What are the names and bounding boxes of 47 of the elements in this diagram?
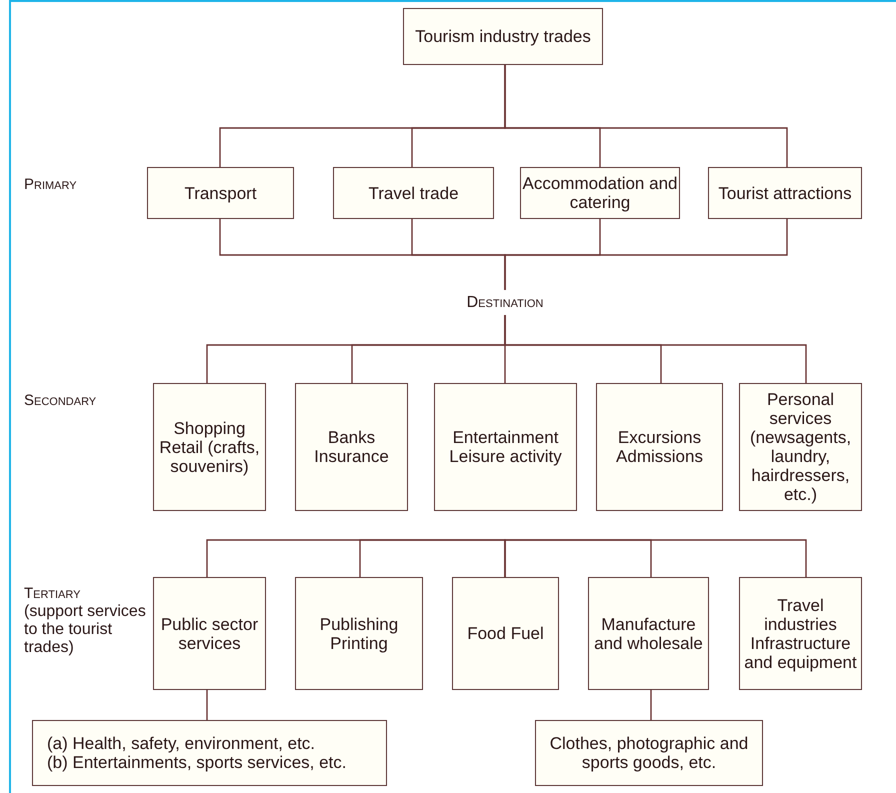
connector-line <box>504 539 807 577</box>
category-box <box>452 577 559 690</box>
node-text: Clothes, photographic and sports goods, etc. <box>548 734 750 772</box>
connector-line <box>504 65 788 167</box>
connector-line <box>359 539 506 577</box>
title-box <box>403 8 603 65</box>
connector-line <box>504 315 807 383</box>
connector-line <box>650 690 652 720</box>
category-box <box>333 167 494 219</box>
category-box <box>520 167 680 219</box>
connector-line <box>504 219 788 290</box>
category-box <box>153 577 266 690</box>
node-text: Shopping Retail (crafts, souvenirs) <box>158 418 261 476</box>
category-box <box>295 577 423 690</box>
node-text: Accommodation and catering <box>522 174 678 212</box>
node-text: Travel trade <box>368 184 459 202</box>
node-text: (a) Health, safety, environment, etc. <box>47 734 316 753</box>
node-text: Destination <box>466 293 544 312</box>
node-text: Manufacture and wholesale <box>593 614 704 652</box>
node-text: Tourist attractions <box>718 184 852 202</box>
category-box <box>434 383 577 511</box>
category-box <box>295 383 408 511</box>
category-box <box>596 383 723 511</box>
example-box <box>32 720 387 786</box>
node-text: Travel industries Infrastructure and equipment <box>743 596 858 672</box>
node-text: Entertainment Leisure activity <box>448 428 563 466</box>
category-box <box>588 577 709 690</box>
node-text: Transport <box>184 184 257 202</box>
category-box <box>708 167 862 219</box>
tier-label: Primary <box>24 176 78 194</box>
node-text: (b) Entertainments, sports services, etc. <box>47 753 346 772</box>
node-text: Personal services (newsagents, laundry, hairdressers, etc.) <box>748 390 852 504</box>
tier-label: Secondary <box>24 392 98 410</box>
tier-label: (support services to the tourist trades) <box>24 603 147 657</box>
category-box <box>739 383 862 511</box>
category-box <box>739 577 862 690</box>
node-text: Excursions Admissions <box>615 428 704 466</box>
category-box <box>147 167 294 219</box>
node-text: Public sector services <box>160 614 260 652</box>
node-text: Publishing Printing <box>318 614 400 652</box>
example-box <box>535 720 763 786</box>
node-text: Banks Insurance <box>313 428 390 466</box>
category-box <box>153 383 266 511</box>
connector-line <box>206 690 208 720</box>
node-text: Tourism industry trades <box>415 27 591 46</box>
node-text: Food Fuel <box>467 624 544 643</box>
tier-label: Tertiary <box>24 585 82 603</box>
